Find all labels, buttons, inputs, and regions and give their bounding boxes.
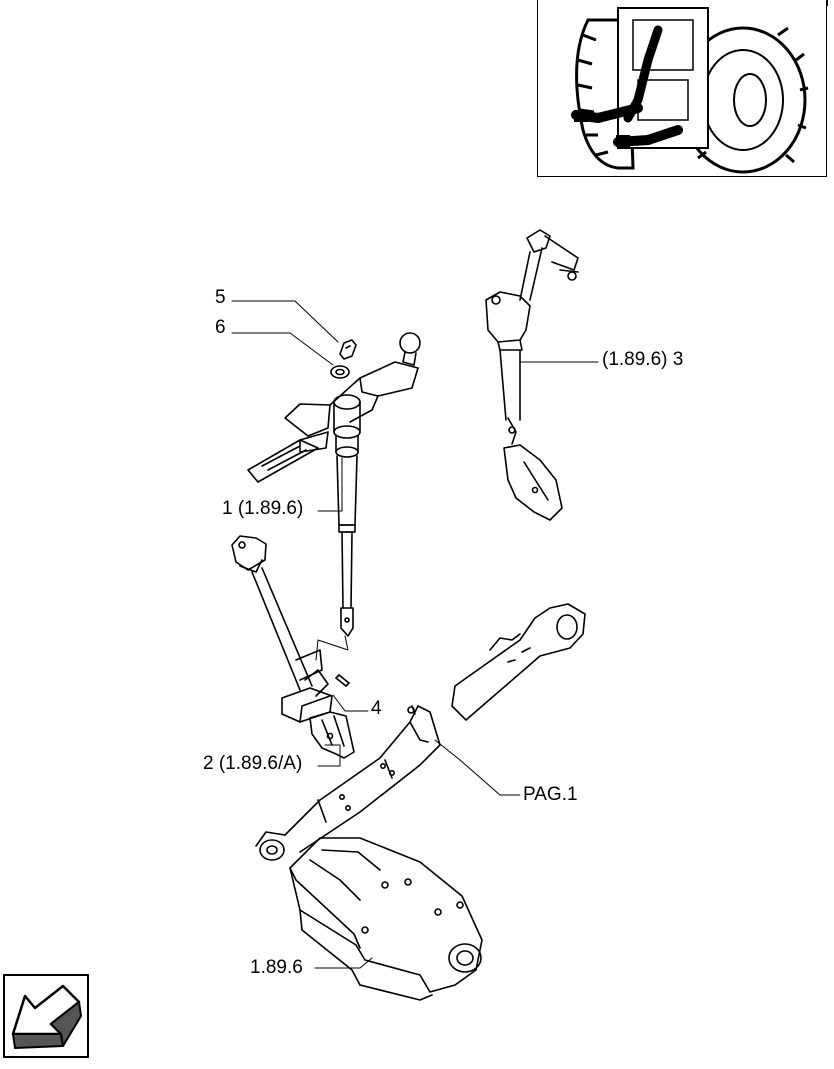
corner-mark	[826, 0, 828, 6]
callout-pag-1: PAG.1	[523, 784, 578, 805]
lower-link-arm	[255, 603, 586, 861]
pin-part-4	[335, 674, 350, 687]
lift-rod-part-1	[247, 332, 421, 637]
callout-item-2: 2 (1.89.6/A)	[203, 753, 303, 774]
mounting-bracket	[289, 837, 483, 1001]
top-link-part-3	[485, 229, 579, 521]
tractor-location-thumbnail	[537, 0, 827, 177]
callout-item-5: 5	[215, 287, 226, 308]
tractor-rear-illustration	[571, 7, 809, 174]
leader-lines	[231, 300, 599, 969]
arrow-down-left-icon	[11, 984, 82, 1049]
callout-item-1: 1 (1.89.6)	[222, 498, 304, 519]
callout-item-3: (1.89.6) 3	[602, 349, 684, 370]
callout-item-6: 6	[215, 317, 226, 338]
callout-item-4: 4	[371, 698, 382, 719]
bolt-part-5	[339, 339, 357, 360]
navigation-back-button[interactable]	[3, 974, 89, 1058]
adjustable-rod-part-2	[231, 535, 355, 759]
callout-ref-1896: 1.89.6	[250, 957, 303, 978]
washer-part-6	[330, 365, 350, 379]
alignment-line	[315, 635, 349, 661]
